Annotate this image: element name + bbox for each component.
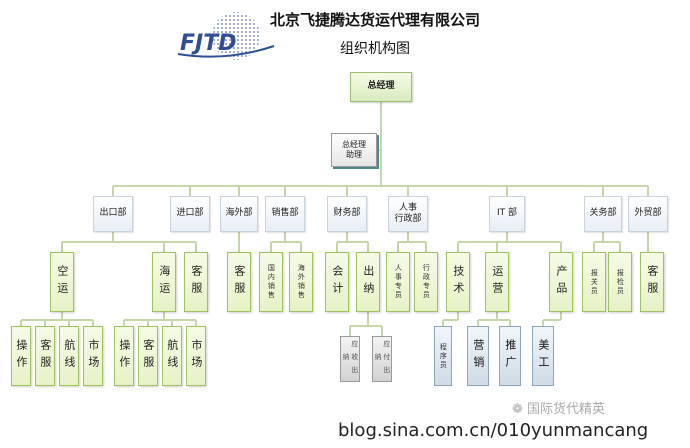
team-box-4-1-1: 应付出纳 bbox=[372, 336, 392, 382]
chart-title: 组织机构图 bbox=[340, 41, 410, 57]
footer-url: blog.sina.com.cn/010yunmancang bbox=[338, 420, 649, 441]
team-box-4-1-0: 应收出纳 bbox=[340, 336, 360, 382]
unit-box-7-1: 报检员 bbox=[608, 252, 632, 312]
unit-box-6-2: 产品 bbox=[549, 252, 573, 312]
dept-box-0: 出口部 bbox=[93, 196, 133, 232]
unit-box-4-1: 出纳 bbox=[356, 252, 380, 312]
dept-box-3: 销售部 bbox=[265, 196, 305, 232]
unit-box-6-0: 技术 bbox=[446, 252, 470, 312]
unit-box-8-0: 客服 bbox=[640, 252, 664, 312]
dept-box-2: 海外部 bbox=[220, 196, 258, 232]
team-box-0-0-0: 操作 bbox=[11, 326, 31, 386]
unit-box-5-0: 人事专员 bbox=[386, 252, 410, 312]
dept-box-1: 进口部 bbox=[170, 196, 210, 232]
team-box-0-0-1: 客服 bbox=[35, 326, 55, 386]
team-box-0-1-3: 市场 bbox=[186, 326, 206, 386]
team-box-0-1-0: 操作 bbox=[114, 326, 134, 386]
dept-box-6: IT 部 bbox=[489, 196, 525, 232]
dept-box-5: 人事 行政部 bbox=[388, 196, 428, 232]
team-box-0-0-3: 市场 bbox=[83, 326, 103, 386]
dept-box-8: 外贸部 bbox=[628, 196, 668, 232]
watermark-text: 国际货代精英 bbox=[527, 402, 606, 417]
unit-box-4-0: 会计 bbox=[325, 252, 349, 312]
team-box-0-1-1: 客服 bbox=[138, 326, 158, 386]
unit-box-3-1: 海外销售 bbox=[289, 252, 313, 312]
ceo-box: 总经理 bbox=[350, 72, 412, 102]
svg-text:FJTD: FJTD bbox=[180, 31, 236, 56]
dept-box-4: 财务部 bbox=[327, 196, 367, 232]
team-box-0-0-2: 航线 bbox=[59, 326, 79, 386]
wechat-icon: ❁ bbox=[512, 402, 523, 417]
team-box-6-1-1: 推广 bbox=[499, 326, 521, 386]
dept-box-7: 关务部 bbox=[584, 196, 622, 232]
unit-box-7-0: 报关员 bbox=[582, 252, 606, 312]
team-box-6-2-0: 美工 bbox=[532, 326, 554, 386]
company-title: 北京飞捷腾达货运代理有限公司 bbox=[270, 11, 481, 29]
unit-box-0-0: 空运 bbox=[50, 252, 74, 312]
unit-box-3-0: 国内销售 bbox=[259, 252, 283, 312]
unit-box-0-1: 海运 bbox=[152, 252, 176, 312]
team-box-6-0-0: 程序员 bbox=[434, 326, 452, 386]
team-box-0-1-2: 航线 bbox=[162, 326, 182, 386]
unit-box-0-2: 客服 bbox=[184, 252, 208, 312]
unit-box-5-1: 行政专员 bbox=[414, 252, 438, 312]
assistant-box: 总经理 助理 bbox=[331, 133, 377, 167]
unit-box-2-0: 客服 bbox=[227, 252, 251, 312]
unit-box-6-1: 运营 bbox=[485, 252, 509, 312]
company-logo: FJTD bbox=[176, 10, 276, 70]
team-box-6-1-0: 营销 bbox=[467, 326, 489, 386]
watermark: ❁ 国际货代精英 bbox=[512, 398, 605, 417]
